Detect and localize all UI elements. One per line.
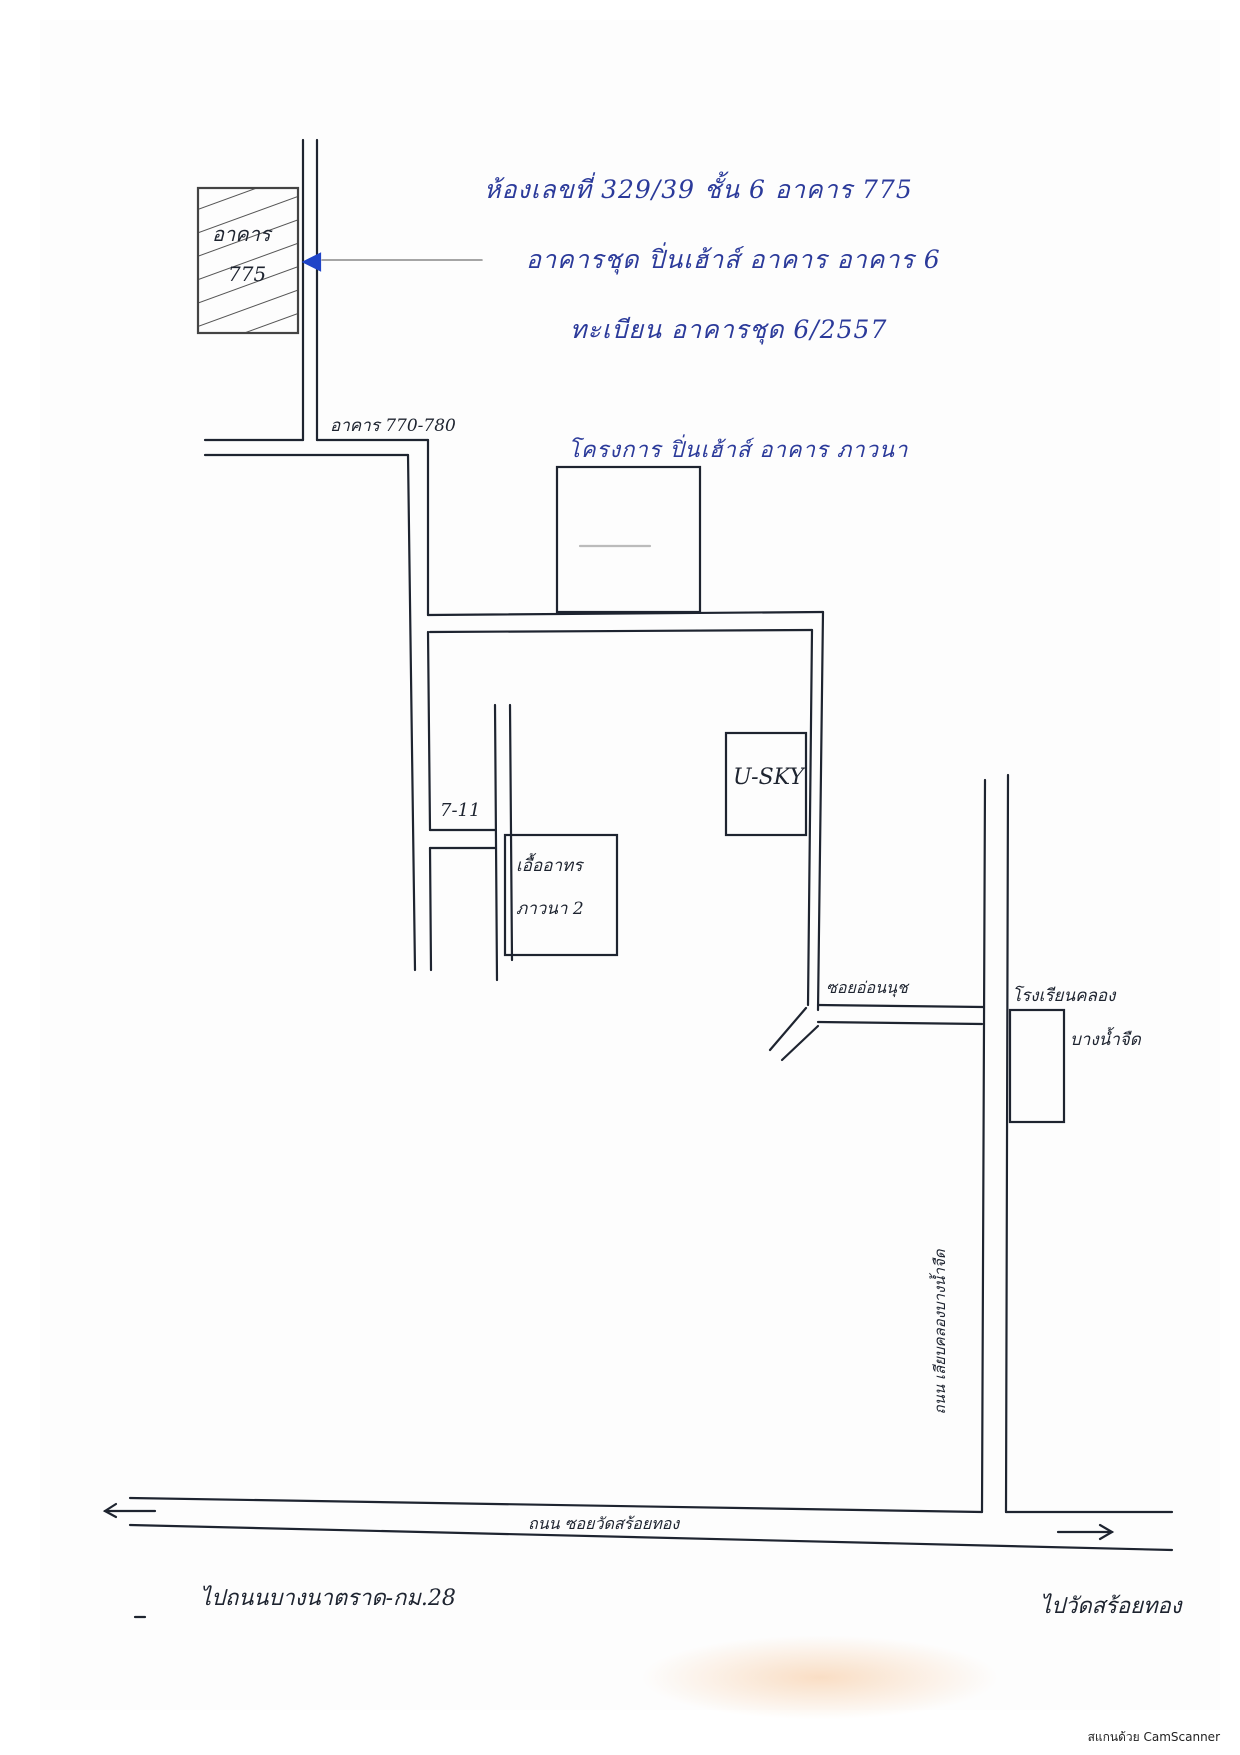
seven-eleven-label: 7-11 — [440, 800, 481, 821]
road-project-loop — [426, 610, 825, 1012]
road-top-horizontal — [203, 438, 430, 457]
road-right-vertical — [980, 773, 1010, 1514]
school-building — [1008, 1008, 1066, 1124]
arrow-right-icon — [1056, 1523, 1115, 1541]
road-bottom-label: ถนน ซอยวัดสร้อยทอง — [528, 1514, 680, 1533]
building-775-block — [196, 186, 300, 335]
road-left-vertical — [406, 438, 433, 972]
alley-label: ซอยอ่อนนุช — [826, 978, 908, 997]
school-label-2: บางน้ำจืด — [1070, 1030, 1141, 1050]
address-line-1: ห้องเลขที่ 329/39 ชั้น 6 อาคาร 775 — [484, 175, 913, 204]
buildings-range-label: อาคาร 770-780 — [330, 416, 456, 436]
project-building — [555, 465, 702, 614]
usky-building — [724, 731, 808, 837]
address-line-2: อาคารชุด ปิ่นเฮ้าส์ อาคาร อาคาร 6 — [526, 245, 941, 274]
paper-stain — [640, 1635, 1000, 1720]
usky-label: U-SKY — [733, 765, 805, 790]
scanner-footer: สแกนด้วย CamScanner — [1087, 1730, 1220, 1744]
housing-2-label-2: ภาวนา 2 — [516, 899, 584, 919]
road-vertical-label: ถนน เลียบคลองบางน้ำจืด — [931, 1249, 949, 1415]
building-775-label-1: อาคาร — [212, 222, 271, 246]
direction-left-label: ไปถนนบางนาตราด-กม.28 — [200, 1586, 456, 1611]
building-775-label-2: 775 — [228, 262, 267, 286]
school-label-1: โรงเรียนคลอง — [1012, 986, 1116, 1006]
road-7-11 — [428, 703, 514, 982]
project-label: โครงการ ปิ่นเฮ้าส์ อาคาร ภาวนา — [568, 438, 909, 463]
housing-2-building — [503, 833, 619, 957]
direction-right-label: ไปวัดสร้อยทอง — [1040, 1594, 1182, 1619]
arrow-left-icon — [102, 1502, 157, 1519]
road-alley — [768, 1003, 985, 1062]
road-building-775 — [301, 138, 319, 442]
location-marker — [301, 252, 483, 272]
address-line-3: ทะเบียน อาคารชุด 6/2557 — [570, 315, 888, 344]
housing-2-label-1: เอื้ออาทร — [516, 856, 583, 876]
road-bottom-horizontal — [128, 1496, 1174, 1552]
